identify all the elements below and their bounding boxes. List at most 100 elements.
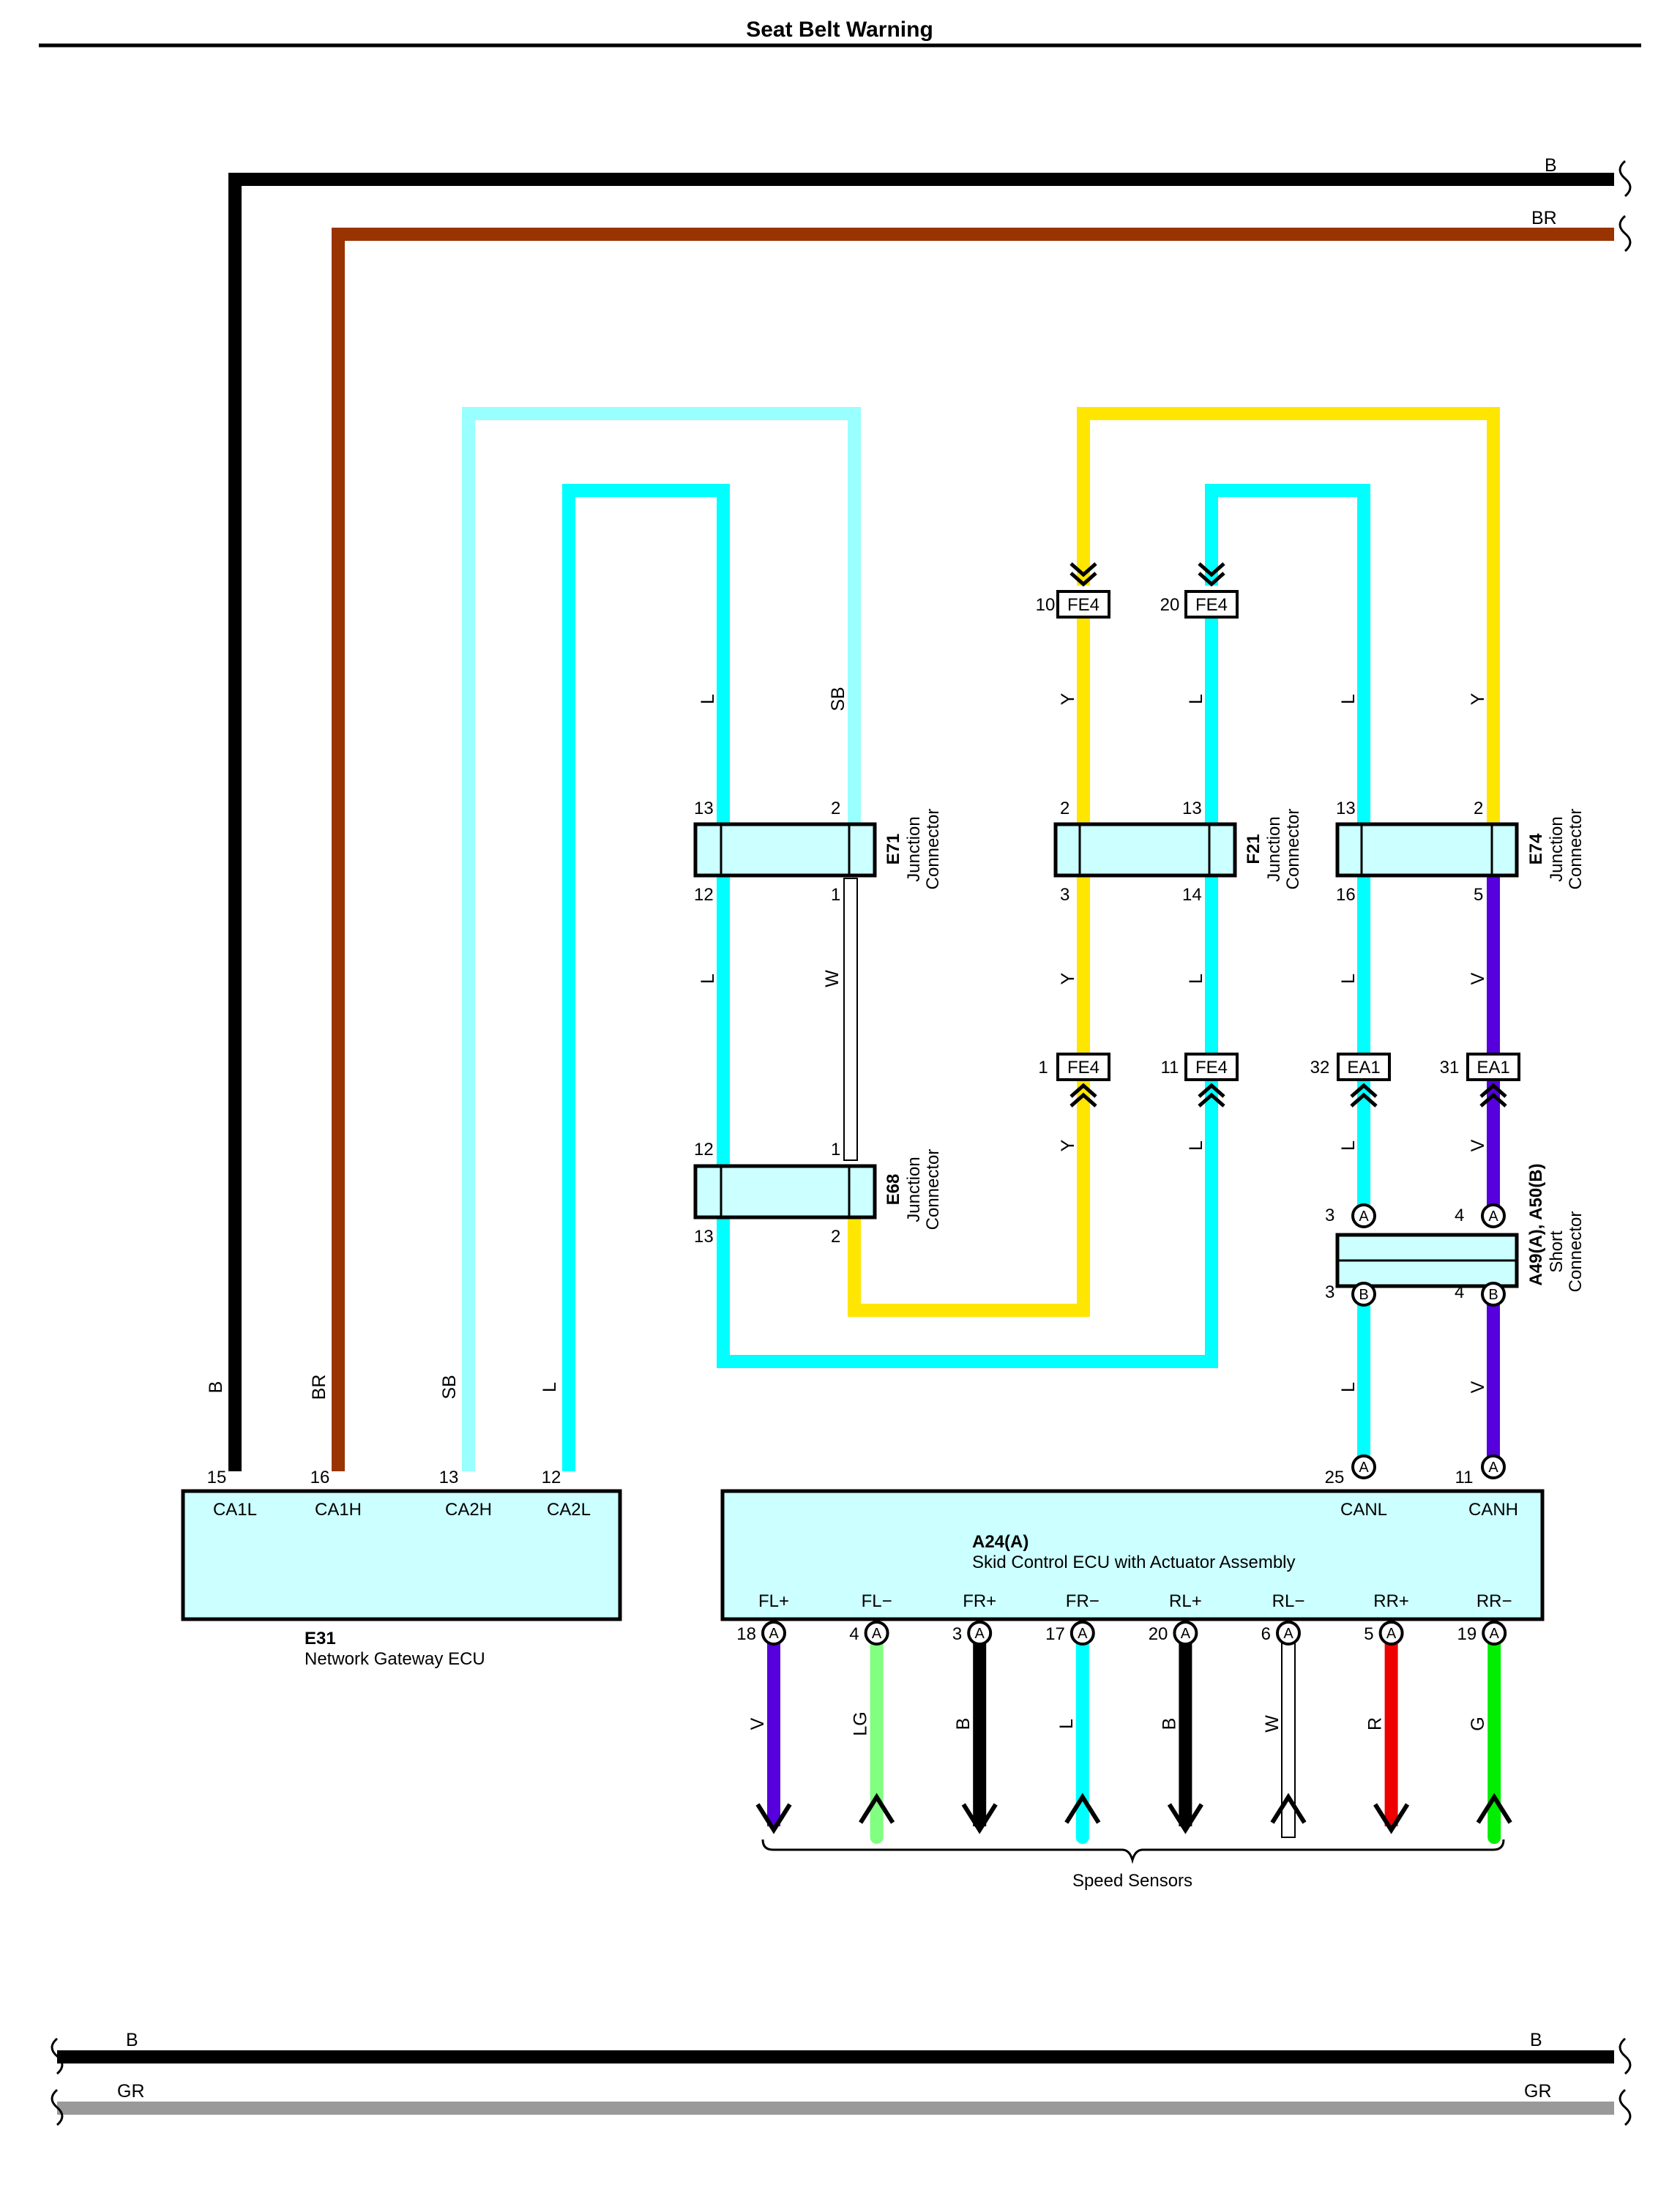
sensor-wire-label: LG — [851, 1711, 871, 1736]
svg-text:CA1L: CA1L — [213, 1500, 257, 1520]
svg-text:Connector: Connector — [1283, 809, 1303, 890]
can-wires — [462, 407, 1500, 1471]
inline-connector-fe4: FE4 1 — [1038, 1053, 1110, 1108]
svg-text:12: 12 — [694, 885, 714, 905]
svg-text:Connector: Connector — [923, 1149, 943, 1230]
svg-text:13: 13 — [1182, 799, 1202, 818]
svg-text:A: A — [1359, 1209, 1369, 1225]
sensor-pin-letter: A — [1181, 1626, 1191, 1642]
svg-text:2: 2 — [831, 1227, 840, 1247]
svg-text:E68: E68 — [884, 1174, 903, 1206]
top-b-label: B — [1545, 155, 1557, 176]
svg-text:Junction: Junction — [1264, 816, 1284, 881]
svg-text:Connector: Connector — [1566, 1211, 1586, 1293]
sensor-pin-letter: A — [1283, 1626, 1293, 1642]
junction-connector-f21: 2 13 3 14 F21 Junction Connector — [1053, 799, 1303, 905]
svg-text:EA1: EA1 — [1347, 1058, 1380, 1077]
wire-label: L — [540, 1382, 560, 1392]
inline-connector-fe4: FE4 20 — [1160, 562, 1239, 619]
svg-text:FE4: FE4 — [1195, 1058, 1228, 1077]
bottom-gr-label-left: GR — [117, 2081, 145, 2102]
sensor-pin-letter: A — [975, 1626, 985, 1642]
svg-text:A49(A), A50(B): A49(A), A50(B) — [1526, 1163, 1546, 1285]
bottom-b-label-right: B — [1530, 2030, 1542, 2050]
speed-sensor-wire: RL+ A 20B — [1149, 1591, 1203, 1834]
sensor-pin-letter: A — [1078, 1626, 1088, 1642]
svg-text:Junction: Junction — [904, 816, 924, 881]
sensor-wire-label: G — [1468, 1717, 1488, 1730]
svg-text:A: A — [1359, 1460, 1369, 1476]
svg-text:A: A — [1488, 1460, 1498, 1476]
svg-text:16: 16 — [310, 1468, 330, 1487]
wire-label: L — [698, 694, 718, 704]
sensor-pin-number: 20 — [1149, 1624, 1168, 1644]
wire-labels: L SB Y L L Y L W Y L L V Y L L V L V B B… — [206, 687, 1488, 1400]
svg-text:31: 31 — [1440, 1058, 1460, 1077]
svg-text:25: 25 — [1325, 1468, 1345, 1487]
svg-text:F21: F21 — [1244, 834, 1263, 864]
svg-text:15: 15 — [207, 1468, 227, 1487]
sensor-pin-letter: A — [872, 1626, 882, 1642]
wire-label: BR — [309, 1375, 329, 1400]
sensor-wire-label: V — [747, 1717, 768, 1730]
sensor-pin-number: 4 — [849, 1624, 859, 1644]
sensor-pin-number: 6 — [1261, 1624, 1271, 1644]
wire-label: V — [1468, 972, 1488, 985]
wire-label: Y — [1468, 692, 1488, 705]
svg-text:Short: Short — [1547, 1230, 1567, 1273]
sensor-wire-label: L — [1056, 1719, 1077, 1729]
svg-text:14: 14 — [1182, 885, 1202, 905]
svg-text:11: 11 — [1455, 1468, 1474, 1487]
svg-text:CA1H: CA1H — [315, 1500, 362, 1520]
svg-text:16: 16 — [1336, 885, 1356, 905]
pin-marker-a: A — [1481, 1203, 1506, 1228]
wire-label: B — [206, 1381, 226, 1394]
sensor-wire-label: B — [1159, 1718, 1179, 1730]
ecu-a24-skid-control: 25 11 CANL CANH A24(A) Skid Control ECU … — [720, 1468, 1545, 1621]
speed-sensor-wire: RR+A5R — [1364, 1591, 1410, 1834]
svg-text:Connector: Connector — [1566, 809, 1586, 890]
sensor-pin-name: FL+ — [758, 1591, 789, 1611]
sensor-pin-letter: A — [769, 1626, 779, 1642]
wire-label: L — [1186, 694, 1206, 704]
svg-text:CANL: CANL — [1340, 1500, 1387, 1520]
svg-text:3: 3 — [1060, 885, 1069, 905]
wire-label: W — [822, 970, 843, 987]
svg-text:Junction: Junction — [1547, 816, 1567, 881]
pin-marker-b: B — [1351, 1282, 1376, 1307]
junction-connector-e74: 13 2 16 5 E74 Junction Connector — [1335, 799, 1586, 905]
a24-code: A24(A) — [972, 1532, 1028, 1552]
pin-marker-a: A — [1351, 1454, 1376, 1479]
wire-label: Y — [1058, 692, 1078, 705]
wire-label: L — [1186, 974, 1206, 984]
pin-marker-a: A — [1481, 1454, 1506, 1479]
speed-sensor-wires: FL+A18VFL−A4LGFR+A3BFR−A17LRL+A20BRL−A6W… — [736, 1591, 1512, 1844]
svg-text:FE4: FE4 — [1067, 1058, 1100, 1077]
wire-label: L — [1338, 1140, 1359, 1151]
speed-sensor-wire: FR+A3B — [952, 1591, 998, 1834]
svg-text:2: 2 — [1060, 799, 1069, 818]
wire-label: V — [1468, 1381, 1488, 1393]
svg-text:1: 1 — [831, 885, 840, 905]
sensor-pin-number: 3 — [952, 1624, 962, 1644]
bottom-power-lines: B GR B GR — [51, 2030, 1632, 2126]
sensor-pin-name: RL+ — [1169, 1591, 1202, 1611]
svg-text:11: 11 — [1161, 1058, 1179, 1077]
top-br-label: BR — [1531, 208, 1557, 228]
svg-text:E74: E74 — [1526, 833, 1546, 864]
svg-text:E71: E71 — [884, 834, 903, 865]
wire-label: L — [1338, 1382, 1359, 1392]
svg-text:13: 13 — [439, 1468, 459, 1487]
sensor-pin-number: 18 — [736, 1624, 756, 1644]
svg-text:13: 13 — [694, 1227, 714, 1247]
top-power-lines: B BR — [228, 155, 1632, 1471]
svg-text:10: 10 — [1036, 595, 1056, 615]
wire-label: Y — [1058, 972, 1078, 985]
wire-label: L — [698, 974, 718, 984]
speed-sensors-brace: Speed Sensors — [761, 1839, 1505, 1891]
svg-text:5: 5 — [1474, 885, 1483, 905]
svg-text:1: 1 — [831, 1140, 840, 1159]
sensor-wire-label: W — [1262, 1715, 1283, 1733]
